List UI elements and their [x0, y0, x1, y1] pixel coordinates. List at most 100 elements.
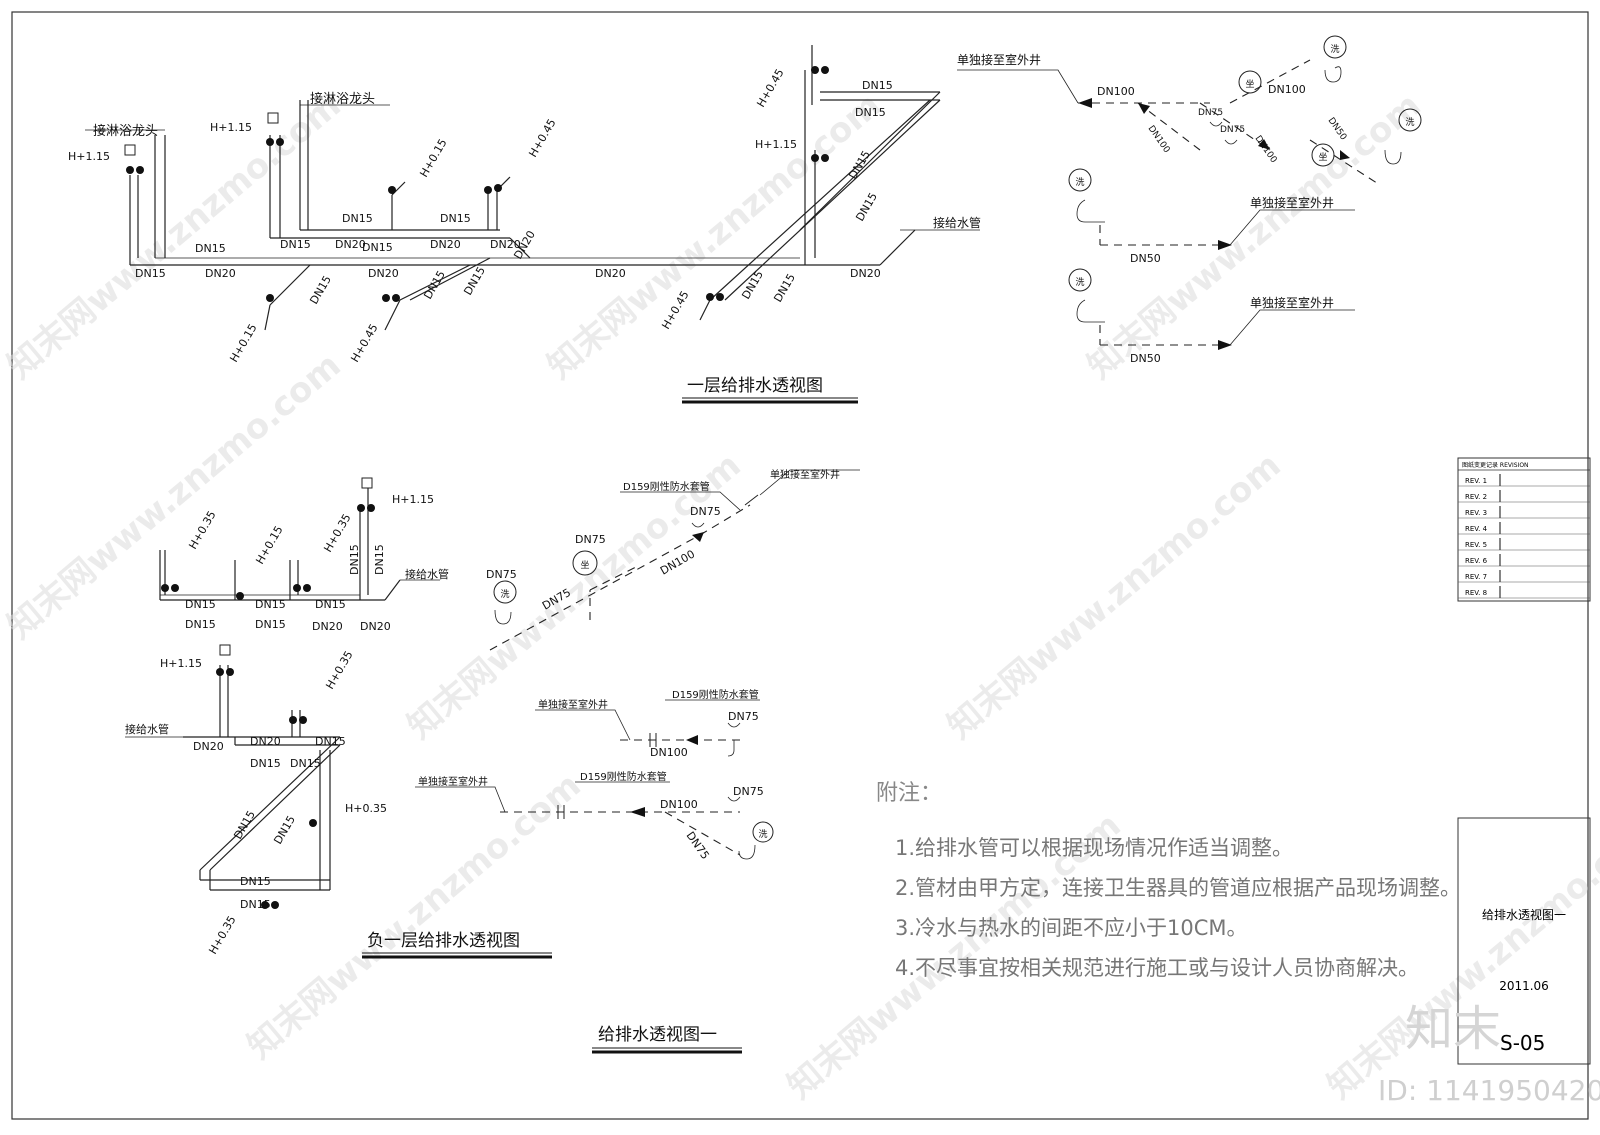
- pipe-size-label: DN20: [430, 238, 461, 251]
- revision-row: REV. 7: [1465, 573, 1487, 581]
- outdoor-well-label: 单独接至室外井: [538, 698, 608, 711]
- pipe-size-label: DN100: [1268, 83, 1306, 96]
- elevation-label: H+0.15: [417, 137, 449, 180]
- pipe-size-label: DN15: [862, 79, 893, 92]
- pipe-size-label: DN15: [846, 148, 873, 181]
- pipe-size-label: DN100: [1253, 134, 1279, 165]
- pipe-size-label: DN100: [660, 798, 698, 811]
- pipe-size-label: DN50: [1326, 116, 1349, 143]
- title-block-name: 给排水透视图一: [1482, 907, 1566, 922]
- shower-tap-label: 接淋浴龙头: [310, 91, 375, 107]
- revision-row: REV. 3: [1465, 509, 1487, 517]
- supply-pipe-label: 接给水管: [405, 567, 449, 581]
- supply-pipe-label: 接给水管: [933, 215, 981, 230]
- elevation-label: H+0.15: [253, 524, 285, 567]
- pipe-size-label: DN20: [360, 620, 391, 633]
- basement-supply-system-lower: 接给水管 H+1.15 H+0.35 H+0.35 H+0.35 DN20 DN…: [125, 644, 552, 959]
- watermark-text: 知末网www.znzmo.com: [0, 85, 349, 387]
- notes-block: 附注： 1.给排水管可以根据现场情况作适当调整。 2.管材由甲方定，连接卫生器具…: [876, 781, 1461, 980]
- pipe-size-label: DN20: [368, 267, 399, 280]
- pipe-size-label: DN75: [575, 533, 606, 546]
- revision-table: 图纸变更记录 REVISION REV. 1 REV. 2 REV. 3 REV. 4…: [1457, 457, 1591, 602]
- toilet-symbol: 坐: [1245, 79, 1254, 90]
- elevation-label: H+0.45: [348, 322, 380, 365]
- toilet-symbol: 坐: [580, 560, 589, 571]
- pipe-size-label: DN15: [250, 757, 281, 770]
- pipe-size-label: DN15: [461, 264, 488, 297]
- sleeve-label: D159刚性防水套管: [623, 480, 710, 493]
- pipe-size-label: DN15: [240, 875, 271, 888]
- basin-symbol: 洗: [1405, 116, 1414, 128]
- basement-supply-system: 接给水管 H+1.15 H+0.35 H+0.15 H+0.35 DN15 DN…: [159, 477, 449, 633]
- pipe-size-label: DN15: [315, 735, 346, 748]
- revision-header: 图纸变更记录 REVISION: [1462, 461, 1529, 469]
- sleeve-label: D159刚性防水套管: [672, 688, 759, 701]
- outdoor-well-label: 单独接至室外井: [957, 52, 1041, 67]
- pipe-size-label: DN15: [280, 238, 311, 251]
- watermark-text: 知末网www.znzmo.com: [1080, 85, 1429, 387]
- pipe-size-label: DN75: [1198, 108, 1223, 118]
- pipe-size-label: DN15: [255, 598, 286, 611]
- revision-row: REV. 6: [1465, 557, 1488, 565]
- pipe-size-label: DN100: [1097, 85, 1135, 98]
- pipe-size-label: DN20: [595, 267, 626, 280]
- pipe-size-label: DN15: [739, 268, 766, 301]
- watermark-text: 知末网www.znzmo.com: [940, 445, 1289, 747]
- revision-row: REV. 1: [1465, 477, 1487, 485]
- pipe-size-label: DN15: [440, 212, 471, 225]
- pipe-size-label: DN15: [231, 808, 258, 841]
- basin-symbol: 洗: [758, 828, 767, 840]
- elevation-label: H+0.45: [754, 67, 786, 110]
- pipe-size-label: DN15: [255, 618, 286, 631]
- pipe-size-label: DN100: [650, 746, 688, 759]
- sheet-title: 给排水透视图一: [598, 1025, 717, 1045]
- pipe-size-label: DN20: [490, 238, 521, 251]
- elevation-label: H+0.35: [323, 649, 355, 692]
- note-item: 2.管材由甲方定，连接卫生器具的管道应根据产品现场调整。: [895, 876, 1461, 900]
- elevation-label: H+0.15: [227, 322, 259, 365]
- pipe-size-label: DN15: [290, 757, 321, 770]
- elevation-label: H+1.15: [68, 150, 110, 163]
- pipe-size-label: DN75: [486, 568, 517, 581]
- sleeve-label: D159刚性防水套管: [580, 770, 667, 783]
- section-title-first-floor: 一层给排水透视图: [687, 376, 823, 396]
- pipe-size-label: DN15: [771, 271, 798, 304]
- pipe-size-label: DN15: [185, 598, 216, 611]
- pipe-size-label: DN15: [315, 598, 346, 611]
- pipe-size-label: DN15: [853, 190, 880, 223]
- elevation-label: H+1.15: [392, 493, 434, 506]
- note-item: 3.冷水与热水的间距不应小于10CM。: [895, 916, 1248, 940]
- revision-row: REV. 5: [1465, 541, 1487, 549]
- elevation-label: H+0.45: [526, 117, 558, 160]
- pipe-size-label: DN15: [271, 813, 298, 846]
- pipe-size-label: DN50: [1130, 252, 1161, 265]
- elevation-label: H+1.15: [755, 138, 797, 151]
- pipe-size-label: DN20: [335, 238, 366, 251]
- title-block: 给排水透视图一 2011.06 S-05: [1457, 817, 1591, 1065]
- revision-row: REV. 2: [1465, 493, 1487, 501]
- outdoor-well-label: 单独接至室外井: [1250, 195, 1334, 210]
- pipe-size-label: DN20: [312, 620, 343, 633]
- supply-pipe-label: 接给水管: [125, 722, 169, 736]
- pipe-size-label: DN15: [855, 106, 886, 119]
- pipe-size-label: DN100: [658, 547, 697, 577]
- pipe-size-label: DN75: [1220, 125, 1245, 135]
- watermark-id: ID: 1141950420: [1378, 1074, 1600, 1107]
- pipe-size-label: DN15: [240, 898, 271, 911]
- sheet-border: [11, 11, 1589, 1120]
- pipe-size-label: DN75: [684, 829, 712, 862]
- pipe-size-label: DN20: [850, 267, 881, 280]
- revision-row: REV. 8: [1465, 589, 1487, 597]
- basin-symbol: 洗: [500, 588, 509, 600]
- basin-symbol: 洗: [1075, 276, 1084, 288]
- pipe-size-label: DN100: [1146, 124, 1172, 155]
- pipe-size-label: DN15: [307, 273, 334, 306]
- section-title-basement: 负一层给排水透视图: [367, 931, 520, 951]
- outdoor-well-label: 单独接至室外井: [770, 468, 840, 481]
- elevation-label: H+0.35: [345, 802, 387, 815]
- pipe-size-label: DN20: [250, 735, 281, 748]
- elevation-label: H+0.35: [206, 914, 238, 957]
- revision-row: REV. 4: [1465, 525, 1488, 533]
- watermark-text: 知末网www.znzmo.com: [540, 85, 889, 387]
